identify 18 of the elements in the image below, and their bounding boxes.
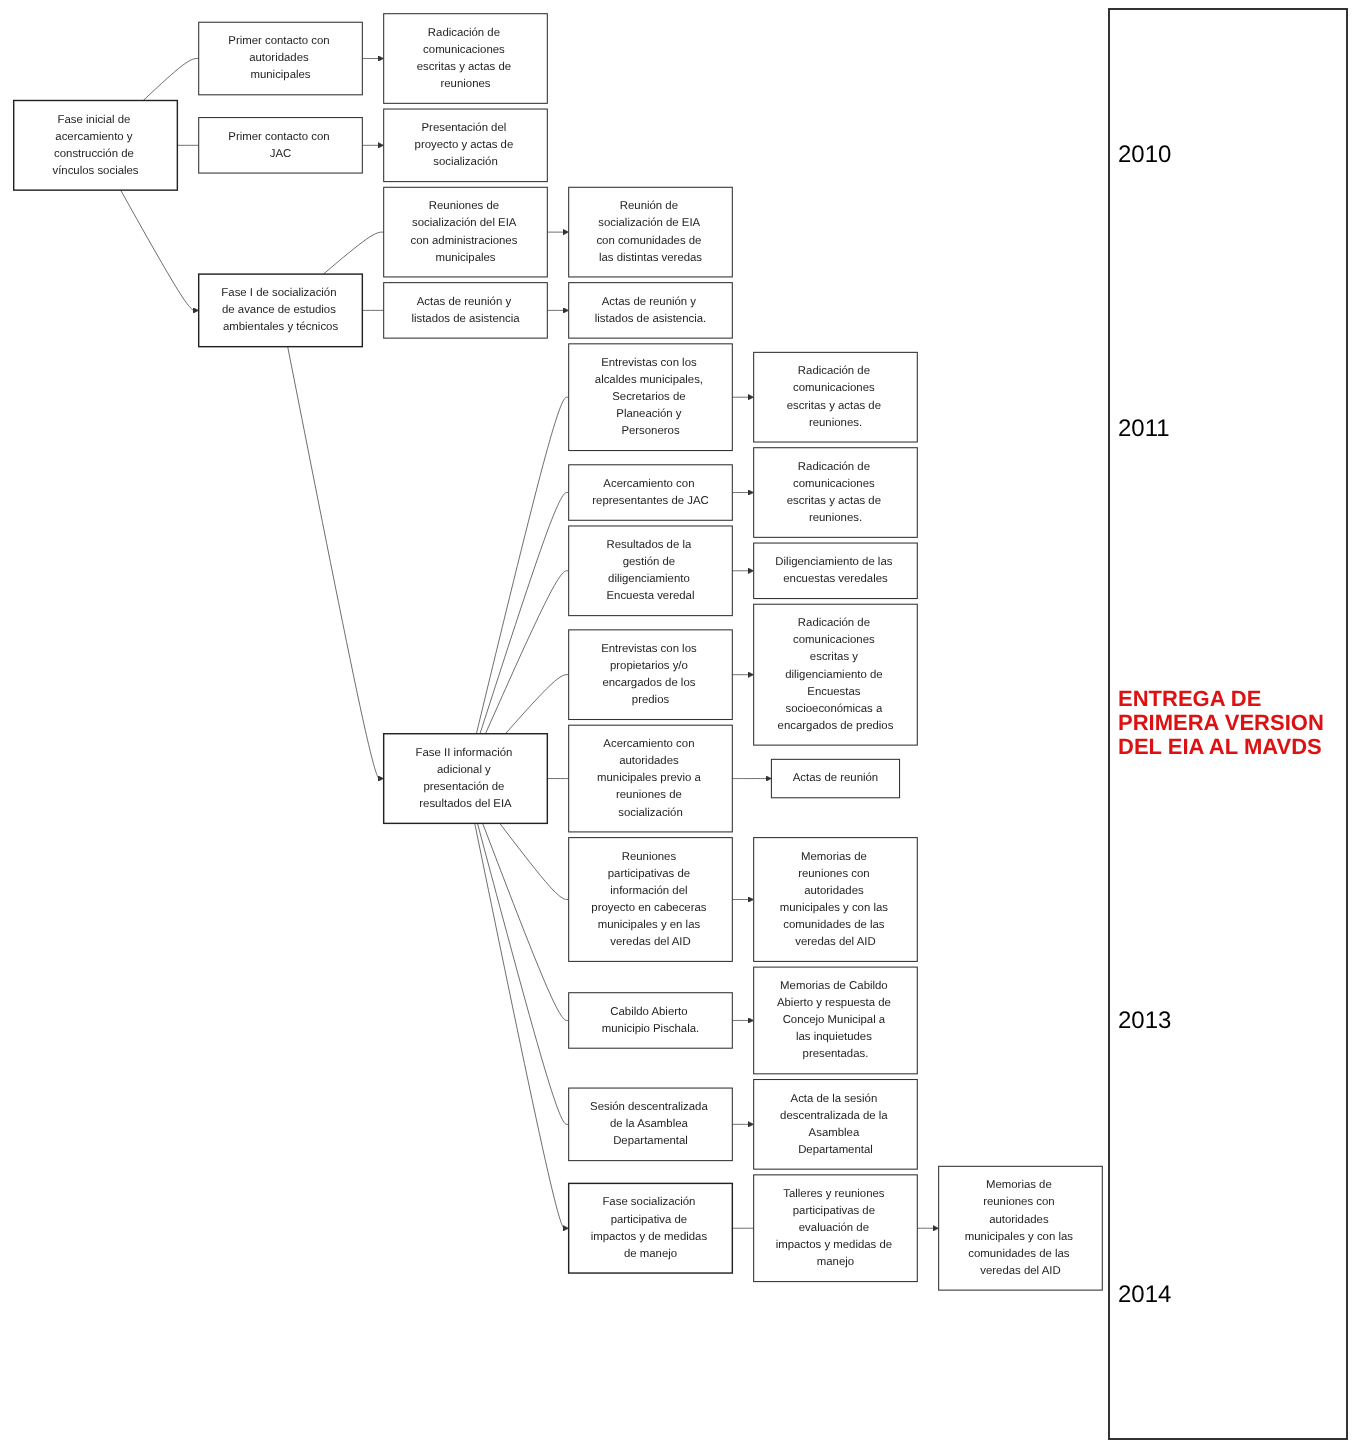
- connector: [505, 674, 570, 735]
- connector: [323, 231, 385, 275]
- connector: [482, 823, 570, 1021]
- connector: [731, 1227, 754, 1229]
- connector: [485, 570, 570, 735]
- year-label: 2013: [1118, 1005, 1174, 1034]
- year-label: 2011: [1118, 414, 1172, 443]
- connector: [476, 396, 570, 735]
- connector: [362, 310, 385, 311]
- year-label: 2014: [1118, 1279, 1174, 1308]
- connector: [546, 778, 570, 779]
- connector: [479, 492, 570, 735]
- connector: [499, 823, 570, 900]
- connector: [477, 823, 570, 1125]
- year-label: 2010: [1118, 140, 1174, 169]
- milestone-note: ENTREGA DE PRIMERA VERSION DEL EIA AL MAVDS: [1118, 687, 1326, 760]
- connector: [142, 58, 200, 101]
- connector: [177, 144, 200, 146]
